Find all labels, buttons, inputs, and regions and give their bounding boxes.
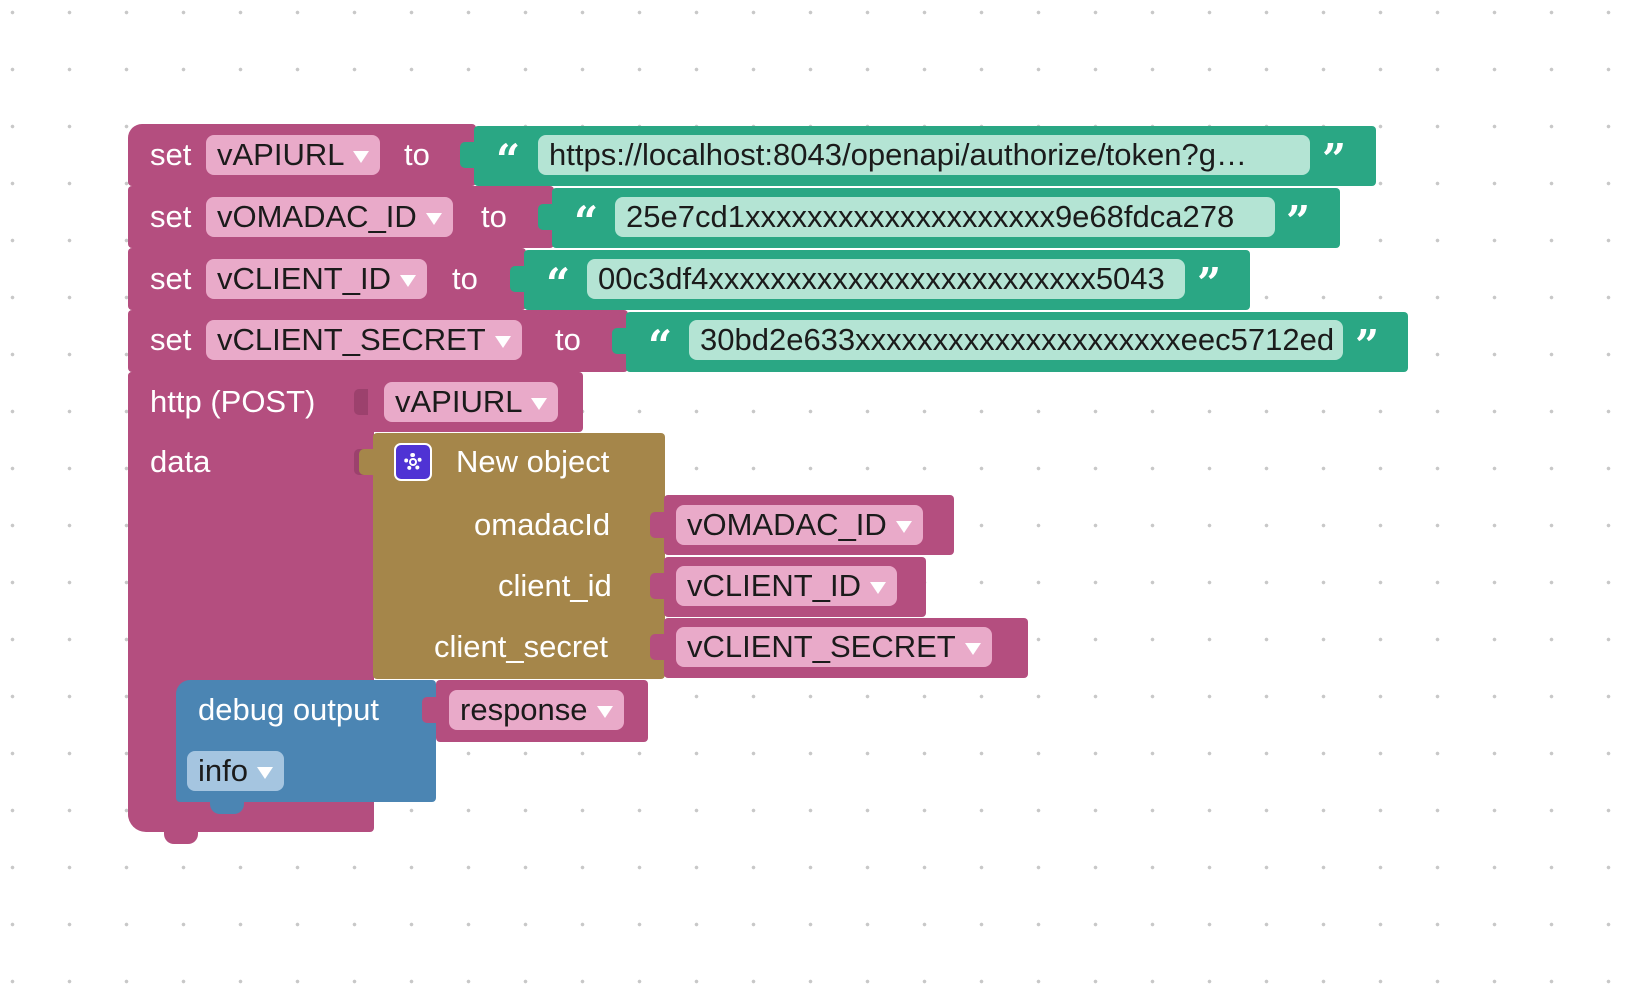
set-variable-label: vCLIENT_SECRET (217, 322, 486, 357)
quote-close-icon: ” (1197, 259, 1222, 308)
object-variable-dropdown-vomadac-id[interactable]: vOMADAC_ID (676, 505, 923, 545)
chevron-down-icon (895, 521, 912, 533)
text-output-connector (510, 266, 524, 292)
object-output-connector (359, 449, 373, 475)
set-variable-dropdown-vclient-secret[interactable]: vCLIENT_SECRET (206, 320, 522, 360)
set-variable-label: vCLIENT_ID (217, 261, 391, 296)
object-variable-dropdown-vclient-secret[interactable]: vCLIENT_SECRET (676, 627, 992, 667)
quote-open-icon: “ (496, 135, 521, 184)
gear-icon[interactable] (394, 443, 432, 481)
text-value-client-id[interactable]: 00c3df4xxxxxxxxxxxxxxxxxxxxxxxxx5043 (587, 259, 1185, 299)
text-output-connector (612, 328, 626, 354)
object-variable-label: vOMADAC_ID (687, 507, 887, 542)
debug-level-dropdown[interactable]: info (187, 751, 284, 791)
object-variable-dropdown-vclient-id[interactable]: vCLIENT_ID (676, 566, 897, 606)
set-variable-label: vAPIURL (217, 137, 345, 172)
text-value-apiurl[interactable]: https://localhost:8043/openapi/authorize… (538, 135, 1310, 175)
to-keyword: to (452, 261, 478, 296)
variable-output-connector (650, 634, 664, 660)
to-keyword: to (555, 322, 581, 357)
set-keyword: set (150, 322, 192, 357)
debug-level-label: info (198, 753, 248, 788)
http-post-footer (128, 804, 374, 832)
chevron-down-icon (353, 151, 370, 163)
chevron-down-icon (964, 643, 981, 655)
variable-output-connector (650, 573, 664, 599)
set-variable-dropdown-vapiurl[interactable]: vAPIURL (206, 135, 381, 175)
http-url-variable-label: vAPIURL (395, 384, 523, 419)
url-input-socket (354, 389, 368, 415)
to-keyword: to (404, 137, 430, 172)
block-next-connector (164, 830, 198, 844)
quote-close-icon: ” (1355, 321, 1380, 370)
set-keyword: set (150, 137, 192, 172)
set-keyword: set (150, 261, 192, 296)
text-value-client-secret[interactable]: 30bd2e633xxxxxxxxxxxxxxxxxxxxxeec5712ed (689, 320, 1343, 360)
text-output-connector (538, 204, 552, 230)
chevron-down-icon (596, 706, 613, 718)
set-variable-dropdown-vomadac-id[interactable]: vOMADAC_ID (206, 197, 453, 237)
http-post-label: http (POST) (150, 384, 316, 419)
http-data-label: data (150, 444, 211, 479)
block-next-connector (210, 800, 244, 814)
variable-output-connector (422, 697, 436, 723)
text-value-omadac-id[interactable]: 25e7cd1xxxxxxxxxxxxxxxxxxxx9e68fdca278 (615, 197, 1275, 237)
quote-open-icon: “ (648, 321, 673, 370)
object-key-client-id: client_id (498, 568, 612, 603)
chevron-down-icon (531, 398, 548, 410)
chevron-down-icon (425, 213, 442, 225)
object-variable-label: vCLIENT_SECRET (687, 629, 956, 664)
chevron-down-icon (399, 275, 416, 287)
set-variable-dropdown-vclient-id[interactable]: vCLIENT_ID (206, 259, 427, 299)
quote-open-icon: “ (574, 197, 599, 246)
debug-output-label: debug output (198, 692, 380, 727)
text-output-connector (460, 142, 474, 168)
chevron-down-icon (869, 582, 886, 594)
chevron-down-icon (494, 336, 511, 348)
quote-close-icon: ” (1322, 135, 1347, 184)
object-key-client-secret: client_secret (434, 629, 609, 664)
debug-variable-dropdown[interactable]: response (449, 690, 624, 730)
object-key-omadacid: omadacId (474, 507, 611, 542)
object-variable-label: vCLIENT_ID (687, 568, 861, 603)
debug-variable-label: response (460, 692, 588, 727)
quote-close-icon: ” (1286, 197, 1311, 246)
variable-output-connector (650, 512, 664, 538)
new-object-label: New object (456, 444, 610, 479)
http-url-variable-dropdown[interactable]: vAPIURL (384, 382, 559, 422)
set-variable-label: vOMADAC_ID (217, 199, 417, 234)
chevron-down-icon (256, 767, 273, 779)
to-keyword: to (481, 199, 507, 234)
set-keyword: set (150, 199, 192, 234)
quote-open-icon: “ (546, 259, 571, 308)
